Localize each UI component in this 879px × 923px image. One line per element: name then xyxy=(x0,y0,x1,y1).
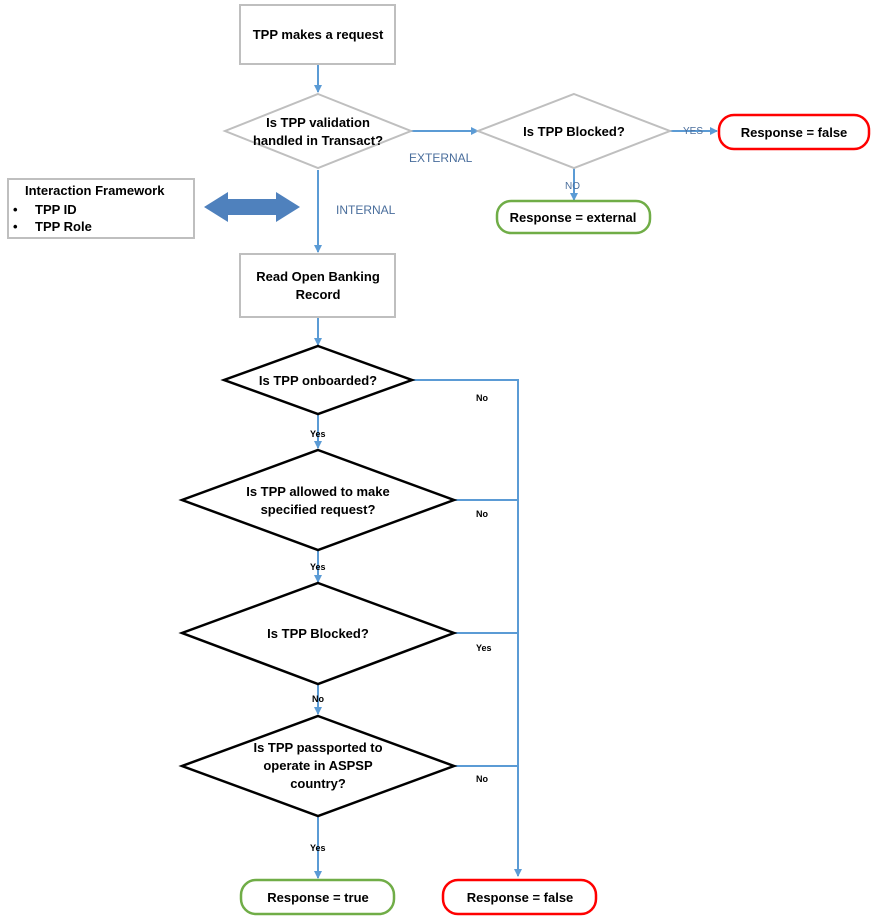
interaction-framework-title: Interaction Framework xyxy=(25,183,165,198)
connectors xyxy=(314,64,718,879)
bullet-icon: • xyxy=(13,219,18,234)
double-arrow-icon xyxy=(204,192,300,222)
list-item: • TPP Role xyxy=(13,218,92,235)
response-external-text: Response = external xyxy=(510,210,637,225)
blocked-external-decision xyxy=(475,92,673,170)
blocked-external-text: Is TPP Blocked? xyxy=(523,124,625,139)
interaction-framework-list: • TPP ID • TPP Role xyxy=(13,201,92,235)
bullet-icon: • xyxy=(13,202,18,217)
validation-decision xyxy=(222,92,414,170)
onboarded-decision xyxy=(220,344,416,416)
edge-label-blocked-yes: Yes xyxy=(476,643,492,653)
edge-label-external: EXTERNAL xyxy=(409,151,473,165)
arrow-failure-trunk xyxy=(412,379,522,877)
response-true xyxy=(239,878,396,916)
edge-label-no-top: NO xyxy=(565,181,580,192)
blocked-text: Is TPP Blocked? xyxy=(267,626,369,641)
passported-text-line3: country? xyxy=(290,776,346,791)
response-false-bottom-text: Response = false xyxy=(467,890,574,905)
onboarded-text: Is TPP onboarded? xyxy=(259,373,377,388)
validation-text-line1: Is TPP validation xyxy=(266,115,370,130)
response-false-bottom xyxy=(441,878,598,916)
framework-item-tpp-role: TPP Role xyxy=(35,219,92,234)
edge-label-onboarded-yes: Yes xyxy=(310,429,326,439)
response-false-top xyxy=(717,113,871,151)
edge-label-blocked-no: No xyxy=(312,694,324,704)
read-record-box xyxy=(239,253,396,318)
allowed-text-line2: specified request? xyxy=(261,502,376,517)
start-box xyxy=(239,4,396,65)
response-external xyxy=(495,199,652,235)
validation-text-line2: handled in Transact? xyxy=(253,133,383,148)
edge-label-internal: INTERNAL xyxy=(336,203,396,217)
edge-label-passported-yes: Yes xyxy=(310,843,326,853)
edge-label-onboarded-no: No xyxy=(476,393,488,403)
list-item: • TPP ID xyxy=(13,201,92,218)
edge-label-yes-top: YES xyxy=(683,126,703,137)
edge-label-allowed-no: No xyxy=(476,509,488,519)
read-record-line2: Record xyxy=(296,287,341,302)
allowed-decision xyxy=(178,448,458,552)
read-record-line1: Read Open Banking xyxy=(256,269,380,284)
passported-text-line1: Is TPP passported to xyxy=(253,740,382,755)
passported-decision xyxy=(178,714,458,818)
blocked-decision xyxy=(178,581,458,686)
start-text: TPP makes a request xyxy=(253,27,384,42)
response-true-text: Response = true xyxy=(267,890,369,905)
interaction-framework-box: Interaction Framework • TPP ID • TPP Role xyxy=(7,178,195,239)
passported-text-line2: operate in ASPSP xyxy=(263,758,373,773)
framework-item-tpp-id: TPP ID xyxy=(35,202,77,217)
edge-label-allowed-yes: Yes xyxy=(310,562,326,572)
edge-label-passported-no: No xyxy=(476,774,488,784)
allowed-text-line1: Is TPP allowed to make xyxy=(246,484,390,499)
response-false-top-text: Response = false xyxy=(741,125,848,140)
